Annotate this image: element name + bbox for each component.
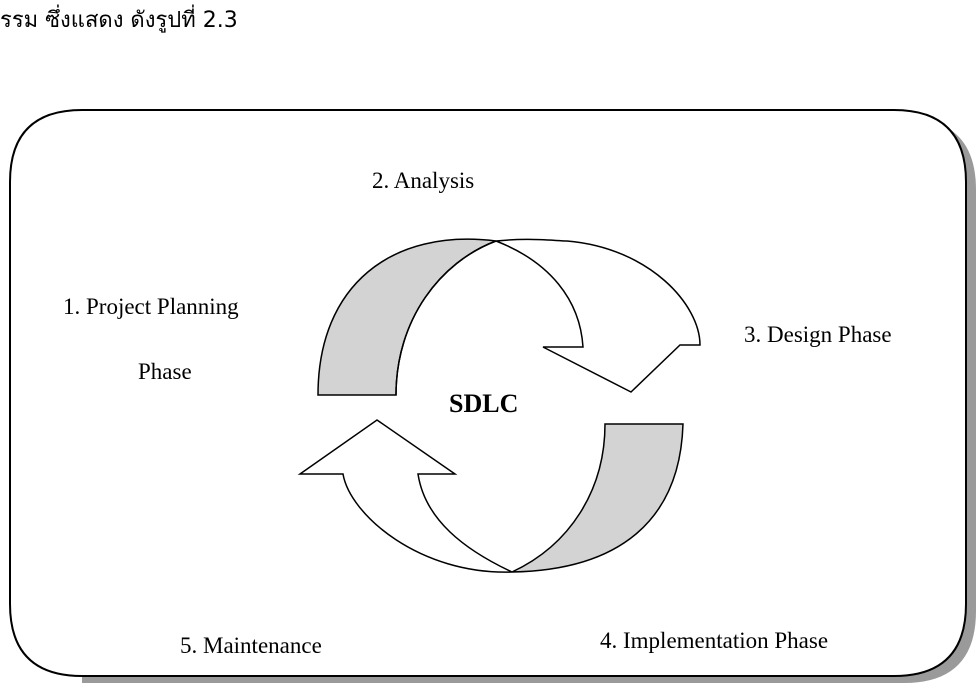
frame-border: [9, 109, 967, 677]
bottom-cycle-arrow: [297, 419, 684, 573]
phase-label-maintenance: 5. Maintenance: [180, 633, 322, 658]
top-cycle-arrow: [317, 238, 701, 396]
phase-label-planning: 1. Project Planning: [63, 294, 239, 319]
phase-label-implementation: 4. Implementation Phase: [600, 628, 829, 653]
phase-label-analysis: 2. Analysis: [372, 168, 475, 193]
phase-label-design: 3. Design Phase: [744, 322, 892, 347]
center-label-sdlc: SDLC: [449, 389, 519, 418]
intro-text: รรม ซึ่งแสดง ดังรูปที่ 2.3: [0, 8, 238, 33]
phase-label-planning-phase: Phase: [138, 359, 192, 384]
